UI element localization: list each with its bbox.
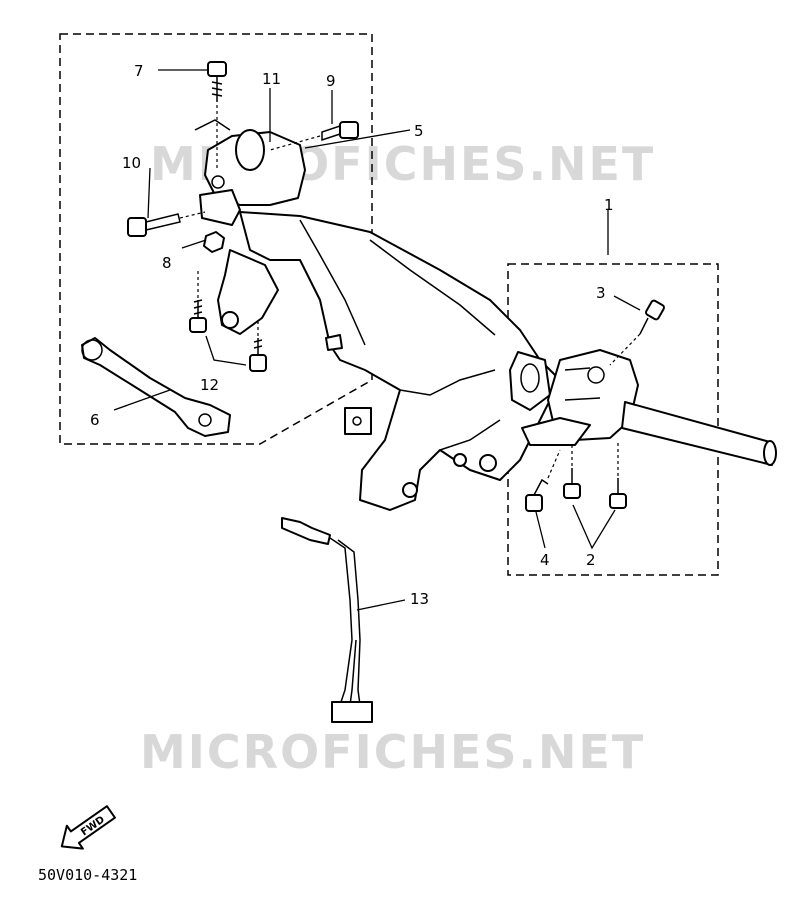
watermark-bottom: MICROFICHES.NET (140, 725, 645, 779)
diagram-code: 50V010-4321 (38, 866, 137, 884)
bolt-7 (207, 61, 227, 170)
bolts-12 (189, 270, 267, 372)
callout-12: 12 (200, 376, 219, 394)
fwd-arrow-icon: FWD (60, 805, 116, 850)
screws-2 (563, 440, 627, 509)
left-lever-holder (194, 119, 306, 226)
callout-13: 13 (410, 590, 429, 608)
callout-1: 1 (604, 196, 614, 214)
callout-7: 7 (134, 62, 144, 80)
handlebar-frame (217, 211, 561, 511)
callout-5: 5 (414, 122, 424, 140)
left-group-box (59, 33, 373, 445)
leader-lines (113, 69, 641, 611)
callout-6: 6 (90, 411, 100, 429)
lever-6 (81, 337, 231, 437)
bolt-9 (269, 121, 359, 151)
bolt-10 (127, 211, 206, 237)
switch-wire-13 (281, 517, 373, 723)
screw-3 (609, 299, 665, 366)
callout-2: 2 (586, 551, 596, 569)
nut-8 (203, 231, 225, 253)
right-lever-holder (521, 349, 639, 446)
callout-9: 9 (326, 72, 336, 90)
callout-8: 8 (162, 254, 172, 272)
throttle-grip (621, 401, 777, 466)
callout-4: 4 (540, 551, 550, 569)
screw-4 (525, 449, 561, 512)
callout-10: 10 (122, 154, 141, 172)
callout-11: 11 (262, 70, 281, 88)
callout-3: 3 (596, 284, 606, 302)
